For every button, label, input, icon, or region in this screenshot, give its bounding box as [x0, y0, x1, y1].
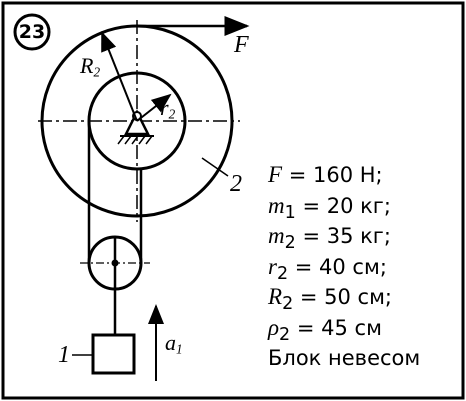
given-note: Блок невесом [268, 346, 421, 370]
body-1-box [91, 333, 136, 375]
acceleration-subscript: 1 [176, 341, 183, 357]
given-m1: m1 = 20 кг; [268, 192, 391, 223]
block-2-label: 2 [230, 172, 242, 196]
givens-list: F = 160 Н; m1 = 20 кг; m2 = 35 кг; r2 = … [268, 160, 460, 374]
given-force: F = 160 Н; [268, 162, 383, 187]
given-r2: r2 = 40 см; [268, 253, 387, 284]
body-1-label: 1 [58, 343, 70, 367]
block-2-leader [201, 157, 229, 177]
problem-number-circle [13, 13, 51, 51]
R2-subscript: 2 [93, 64, 101, 80]
r2-subscript: 2 [168, 106, 176, 122]
support-hatching [117, 135, 153, 145]
given-m2: m2 = 35 кг; [268, 223, 391, 254]
r2-radius-arrow [136, 93, 172, 122]
R2-text: R [80, 53, 94, 78]
force-F-label: F [234, 33, 249, 57]
given-rho2: ρ2 = 45 см [268, 314, 382, 345]
r2-label: r2 [160, 97, 175, 121]
acceleration-label: a1 [165, 332, 183, 356]
acceleration-text: a [165, 330, 176, 355]
pivot-support [123, 109, 151, 136]
block-2-text: 2 [230, 171, 242, 197]
given-R2: R2 = 50 см; [268, 284, 393, 315]
body-1-text: 1 [58, 342, 70, 368]
r2-text: r [160, 95, 169, 120]
R2-label: R2 [80, 55, 100, 79]
problem-number: 23 [18, 21, 46, 43]
R2-radius-arrow [101, 31, 138, 122]
force-F-text: F [234, 32, 249, 58]
